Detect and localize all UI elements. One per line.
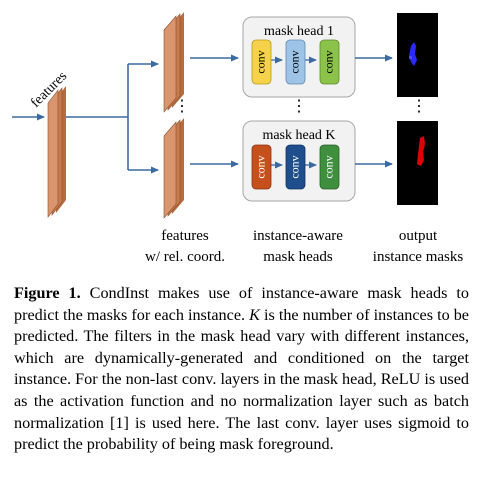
mask-head-1-title: mask head 1 <box>264 24 334 39</box>
col-label-features-sub: w/ rel. coord. <box>145 249 225 265</box>
conv-block <box>251 39 272 85</box>
conv-label: conv <box>321 50 335 73</box>
feature-map-1 <box>163 12 184 113</box>
col-label-output: output <box>399 228 438 244</box>
split-arrows <box>66 60 159 174</box>
col-label-features: features <box>161 228 209 244</box>
conv-block <box>285 39 306 85</box>
input-feature-map <box>47 86 66 218</box>
conv-label: conv <box>253 50 267 73</box>
conv-block <box>285 144 306 190</box>
caption-text-a: CondInst makes use of instance-aware mas… <box>14 284 469 324</box>
condinst-diagram: features ⋮ mask head 1 conv conv conv ⋮ <box>12 12 464 265</box>
conv-block <box>251 144 272 190</box>
conv-block <box>319 39 340 85</box>
conv-label: conv <box>321 155 335 178</box>
caption-math-k: K <box>249 305 260 324</box>
conv-label: conv <box>253 155 267 178</box>
caption-text-b: is the number of instances to be predict… <box>14 305 469 454</box>
col-label-output-sub: instance masks <box>373 249 464 265</box>
figure-caption: Figure 1. CondInst makes use of instance… <box>14 283 469 456</box>
conv-block <box>319 144 340 190</box>
heads-ellipsis: ⋮ <box>291 98 307 115</box>
output-ellipsis: ⋮ <box>411 98 427 115</box>
mask-head-k-title: mask head K <box>262 128 335 143</box>
conv-label: conv <box>287 155 301 178</box>
feature-map-k <box>163 118 184 219</box>
figure-label: Figure 1. <box>14 284 81 302</box>
col-label-heads: instance-aware <box>253 228 343 244</box>
output-mask-1 <box>397 13 438 97</box>
features-ellipsis: ⋮ <box>174 98 190 115</box>
output-mask-k <box>397 121 438 205</box>
mask-head-1: mask head 1 conv conv conv <box>242 16 356 98</box>
mask-head-k: mask head K conv conv conv <box>242 120 356 202</box>
conv-label: conv <box>287 50 301 73</box>
col-label-heads-sub: mask heads <box>263 249 333 265</box>
